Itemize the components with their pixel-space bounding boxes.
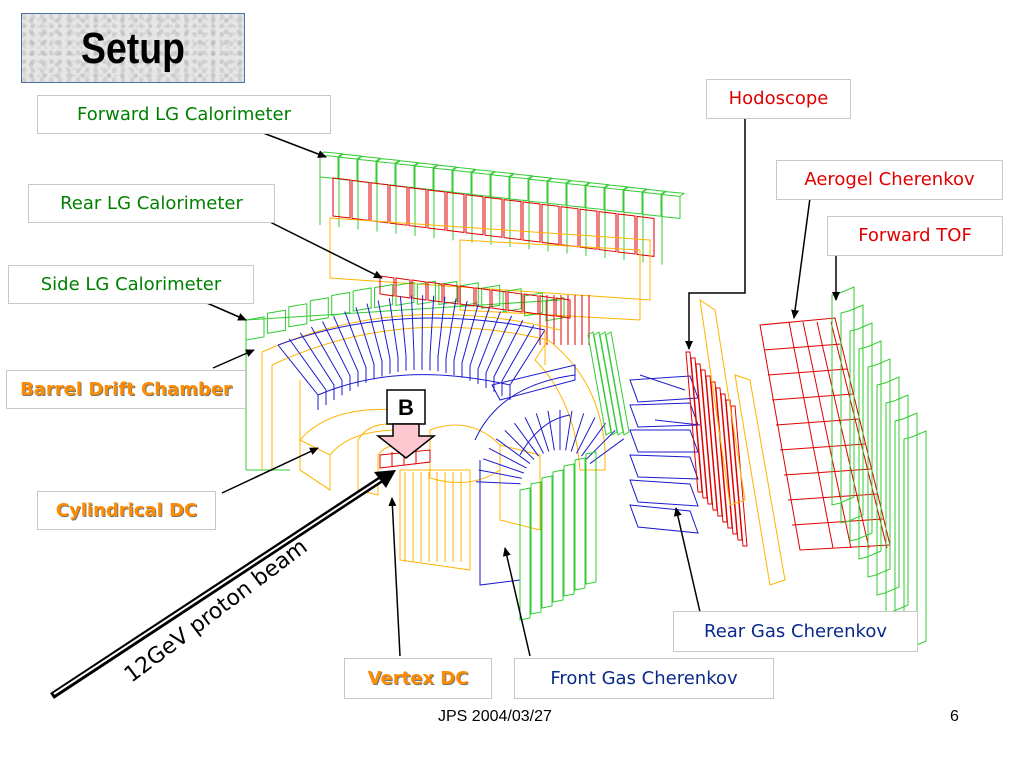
label-rear-gas-cherenkov: Rear Gas Cherenkov [673,611,918,652]
label-barrel-drift-chamber: Barrel Drift Chamber [6,370,246,409]
forward-lg-calorimeter [319,151,686,321]
label-forward-tof: Forward TOF [827,216,1003,256]
label-vertex-dc: Vertex DC [344,658,492,699]
slide-title: Setup [81,24,185,73]
label-forward-lg-calorimeter: Forward LG Calorimeter [37,95,331,134]
rear-gas-cherenkov [629,374,701,534]
b-label: B [398,395,414,420]
barrel-drift-chamber [261,295,561,491]
label-hodoscope: Hodoscope [706,79,851,119]
hodoscope [685,351,748,547]
callout-lines [199,118,840,657]
proton-beam-arrow [50,470,396,699]
rear-lg-calorimeter [379,275,590,345]
magnetic-field-arrow: B [375,389,437,459]
b-arrow-icon [375,423,437,459]
page-number: 6 [950,708,959,725]
title-box: Setup [21,13,245,83]
label-aerogel-cherenkov: Aerogel Cherenkov [776,160,1003,200]
label-front-gas-cherenkov: Front Gas Cherenkov [514,658,774,699]
label-rear-lg-calorimeter: Rear LG Calorimeter [28,184,275,223]
front-gas-cherenkov [474,331,630,621]
cylindrical-dc [299,339,606,571]
b-label-box [386,389,426,425]
tracking-panels [699,298,786,586]
forward-tof [831,286,927,650]
label-cylindrical-dc: Cylindrical DC [37,491,216,530]
footer-date: JPS 2004/03/27 [438,708,552,725]
aerogel-cherenkov [759,317,891,551]
label-side-lg-calorimeter: Side LG Calorimeter [8,265,254,304]
